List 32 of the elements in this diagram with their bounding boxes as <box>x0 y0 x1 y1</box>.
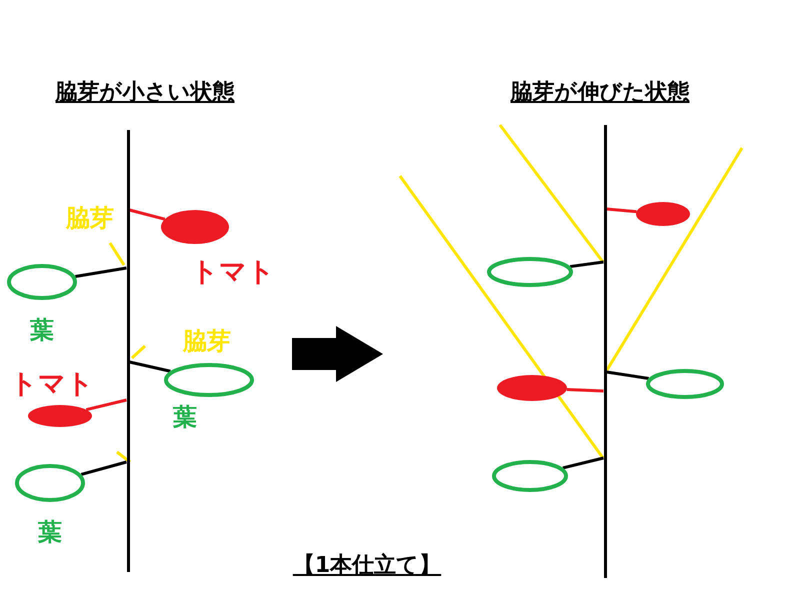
leaf-label: 葉 <box>173 405 197 429</box>
leaf-label: 葉 <box>38 520 62 544</box>
leaf <box>492 460 568 492</box>
leaf <box>15 464 85 502</box>
heading: 脇芽が小さい状態 <box>56 82 234 104</box>
leaf <box>646 369 724 399</box>
stalk-line <box>80 460 127 476</box>
leaf <box>487 257 573 287</box>
stalk-line <box>562 456 604 470</box>
tomato-fruit <box>497 375 567 401</box>
tomato-fruit <box>636 202 690 226</box>
stalk-line <box>129 208 166 221</box>
stalk-line <box>86 398 127 412</box>
tomato-fruit <box>28 405 92 427</box>
heading: 脇芽が伸びた状態 <box>510 82 690 104</box>
leaf-label: 葉 <box>30 318 54 342</box>
leaf <box>164 363 254 397</box>
stalk-line <box>129 360 171 373</box>
stem-line <box>126 130 130 572</box>
stalk-line <box>570 260 604 268</box>
stalk-line <box>606 208 637 214</box>
stalk-line <box>566 388 604 392</box>
side-shoot-label: 脇芽 <box>183 329 231 353</box>
leaf <box>7 264 77 300</box>
stalk-line <box>75 266 127 278</box>
side-shoot-label: 脇芽 <box>66 206 114 230</box>
stem-line <box>604 125 606 578</box>
tomato-label: トマト <box>10 370 94 398</box>
tomato-label: トマト <box>191 258 275 286</box>
caption: 【1本仕立て】 <box>292 555 442 577</box>
stalk-line <box>606 370 649 380</box>
tomato-fruit <box>161 210 229 244</box>
